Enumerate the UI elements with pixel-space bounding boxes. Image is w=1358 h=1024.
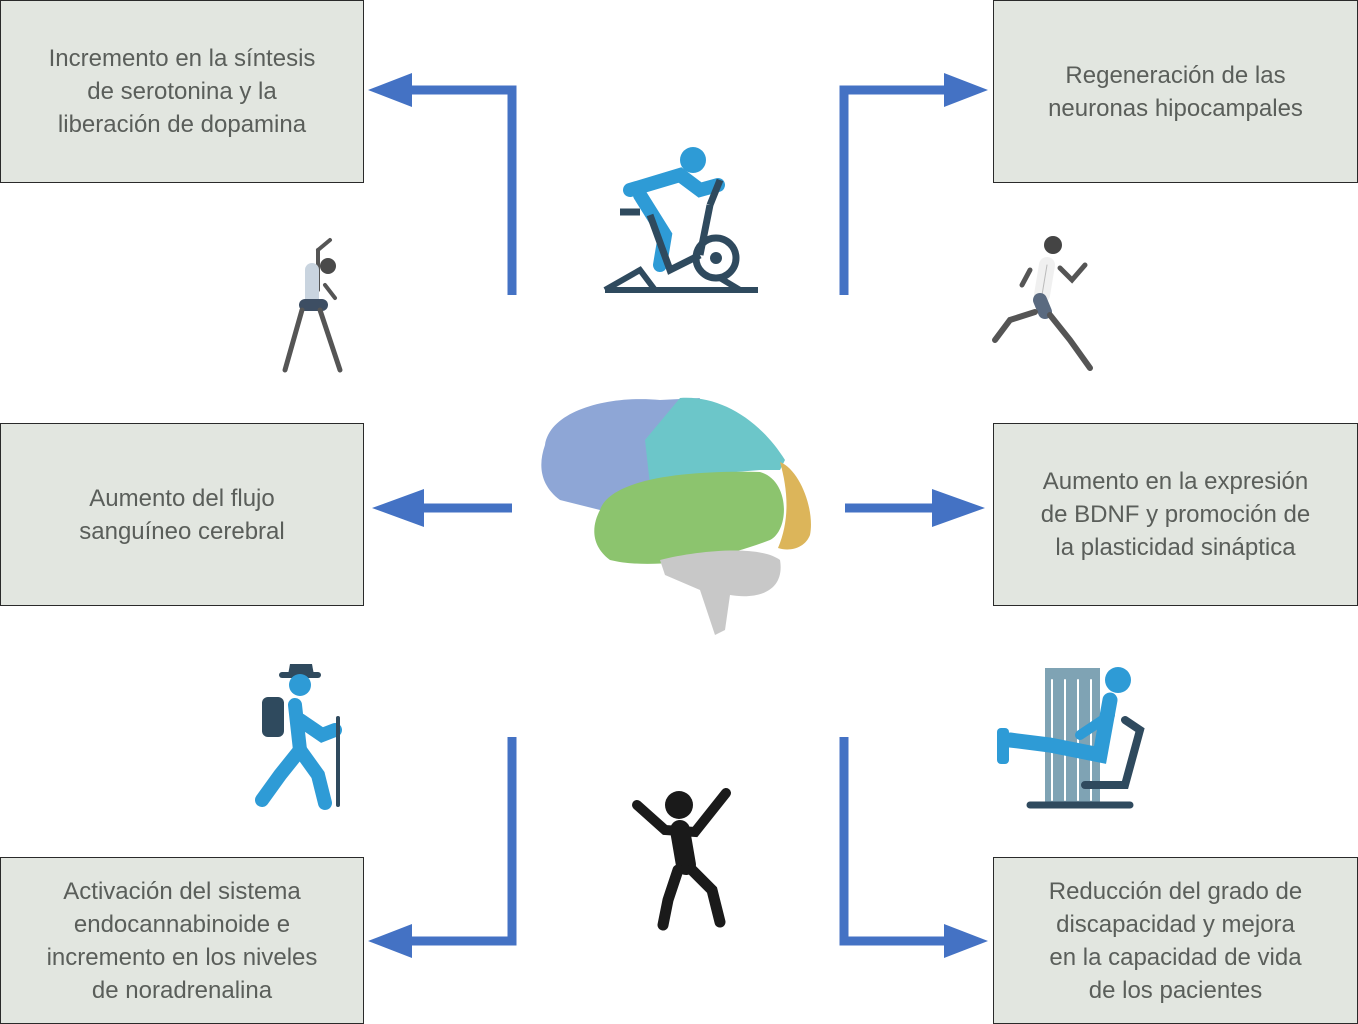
box-text: Reducción del grado de discapacidad y me… xyxy=(1048,877,1303,1004)
arrowhead xyxy=(932,489,985,527)
box-serotonin-dopamine: Incremento en la síntesis de serotonina … xyxy=(0,0,364,183)
arrowhead xyxy=(372,489,424,527)
box-text: Incremento en la síntesis de serotonina … xyxy=(48,45,316,138)
box-text: Aumento en la expresión de BDNF y promoc… xyxy=(1040,468,1311,561)
arrow-bottom-left xyxy=(408,737,517,946)
box-disability-reduction: Reducción del grado de discapacidad y me… xyxy=(993,857,1358,1024)
box-bdnf-plasticity: Aumento en la expresión de BDNF y promoc… xyxy=(993,423,1358,606)
box-text: Activación del sistema endocannabinoide … xyxy=(46,877,318,1004)
arrowhead xyxy=(944,924,988,958)
arrow-top-right xyxy=(839,85,946,295)
brain-icon xyxy=(541,397,811,635)
box-cerebral-blood-flow: Aumento del flujo sanguíneo cerebral xyxy=(0,423,364,606)
hiker-icon xyxy=(255,664,342,810)
stretching-woman-icon xyxy=(282,238,343,373)
arrow-bottom-right xyxy=(839,737,946,946)
stationary-bike-icon xyxy=(603,147,758,293)
box-hippocampal-regeneration: Regeneración de las neuronas hipocampale… xyxy=(993,0,1358,183)
jumping-person-icon xyxy=(632,788,731,931)
box-endocannabinoid: Activación del sistema endocannabinoide … xyxy=(0,857,364,1024)
leg-press-machine-icon xyxy=(997,667,1145,809)
arrowhead xyxy=(944,73,988,107)
running-man-icon xyxy=(992,236,1093,371)
arrow-top-left xyxy=(408,85,517,295)
box-text: Aumento del flujo sanguíneo cerebral xyxy=(79,484,285,545)
box-text: Regeneración de las neuronas hipocampale… xyxy=(1048,61,1303,122)
arrowhead xyxy=(368,73,412,107)
arrowhead xyxy=(368,924,412,958)
